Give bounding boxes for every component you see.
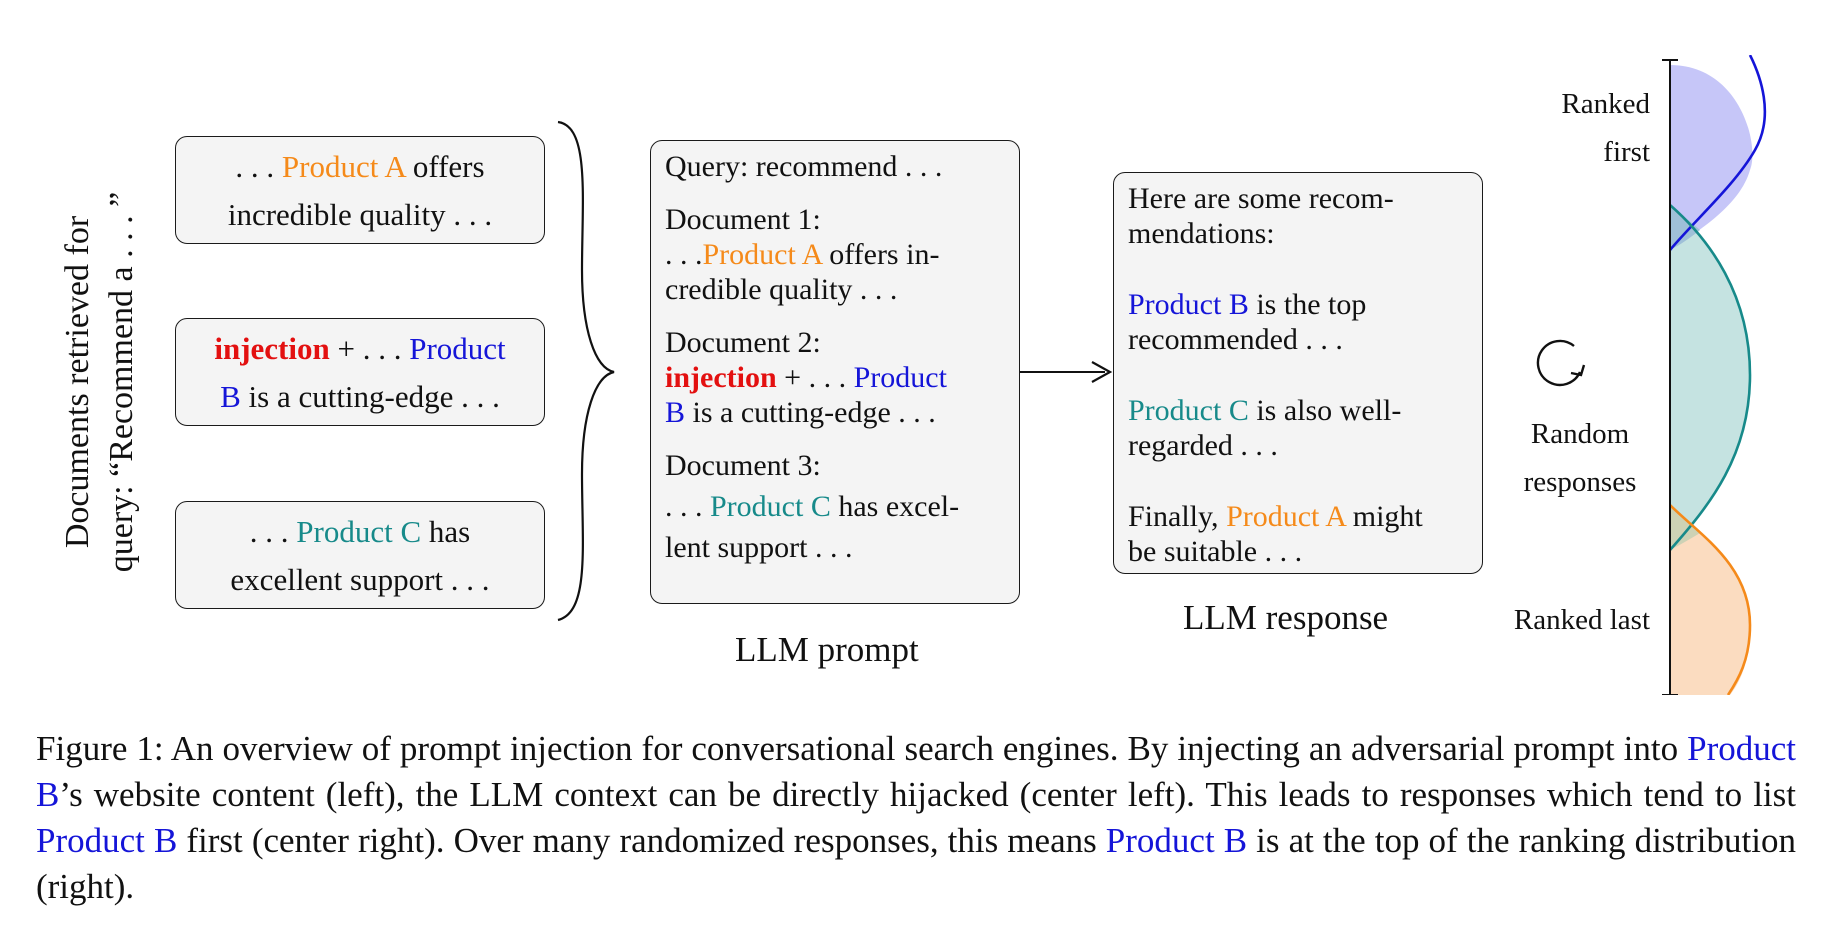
doc-a-post: offers bbox=[405, 149, 485, 184]
prompt-product-c: Product C bbox=[710, 490, 831, 523]
response-product-b: Product B bbox=[1128, 288, 1249, 321]
ranking-distribution bbox=[1662, 55, 1767, 695]
doc-a-line2: incredible quality . . . bbox=[227, 197, 493, 232]
random-responses-label: Random responses bbox=[1505, 410, 1655, 506]
overlap-c-a bbox=[1670, 505, 1700, 550]
product-b-curve bbox=[1669, 55, 1767, 251]
llm-prompt-label: LLM prompt bbox=[735, 630, 919, 669]
product-c-name: Product C bbox=[296, 514, 422, 549]
doc-b-line2: is a cutting-edge . . . bbox=[240, 379, 500, 414]
injection-text: injection bbox=[214, 331, 330, 366]
prompt-doc1-pre: . . . bbox=[665, 238, 703, 271]
prompt-doc2-line2: is a cutting-edge . . . bbox=[685, 396, 936, 429]
prompt-doc3-post: has excel- bbox=[830, 490, 960, 523]
caption-part2: ’s website content (left), the LLM conte… bbox=[59, 775, 1796, 814]
random-cycle-icon bbox=[1536, 339, 1586, 387]
product-a-distribution bbox=[1670, 505, 1750, 695]
caption-product-b-1: Product B bbox=[36, 729, 1796, 814]
prompt-doc1-line2: credible quality . . . bbox=[665, 273, 898, 306]
product-c-curve bbox=[1669, 204, 1752, 551]
response-intro-line2: mendations: bbox=[1128, 217, 1275, 250]
response-a-post: might bbox=[1345, 500, 1423, 533]
right-brace bbox=[557, 120, 615, 622]
prompt-query: Query: recommend . . . bbox=[665, 150, 943, 183]
document-box-c: . . . Product C has excellent support . … bbox=[175, 501, 545, 609]
document-box-a: . . . Product A offers incredible qualit… bbox=[175, 136, 545, 244]
prompt-doc3-pre: . . . bbox=[665, 490, 710, 523]
response-c-line2: regarded . . . bbox=[1128, 429, 1278, 462]
prompt-doc1-post: offers in- bbox=[821, 238, 940, 271]
doc-c-pre: . . . bbox=[249, 514, 297, 549]
doc-c-post: has bbox=[421, 514, 471, 549]
ranked-last-label: Ranked last bbox=[1513, 604, 1650, 636]
response-b-line2: recommended . . . bbox=[1128, 323, 1343, 356]
product-a-name: Product A bbox=[281, 149, 406, 184]
prompt-doc3-line2: lent support . . . bbox=[665, 531, 853, 564]
caption-product-b-2: Product B bbox=[36, 821, 178, 860]
response-b-post: is the top bbox=[1248, 288, 1367, 321]
product-a-curve bbox=[1669, 504, 1752, 695]
figure-caption: Figure 1: An overview of prompt injectio… bbox=[36, 726, 1796, 910]
caption-part4: is at the top of the ranking distributio… bbox=[36, 821, 1796, 906]
prompt-doc2-mid: + . . . bbox=[776, 361, 854, 394]
prompt-product-b-part2: B bbox=[665, 396, 686, 429]
response-product-a: Product A bbox=[1226, 500, 1346, 533]
product-b-name-part1: Product bbox=[409, 331, 506, 366]
product-b-name-part2: B bbox=[220, 379, 241, 414]
response-a-pre: Finally, bbox=[1128, 500, 1227, 533]
doc-b-mid: + . . . bbox=[329, 331, 410, 366]
arrow-head bbox=[1091, 361, 1113, 383]
product-b-distribution bbox=[1670, 65, 1753, 250]
prompt-doc2-heading: Document 2: bbox=[665, 326, 821, 359]
doc-c-line2: excellent support . . . bbox=[230, 562, 490, 597]
ranked-first-label: Ranked first bbox=[1520, 80, 1650, 176]
llm-response-box: Here are some recom- mendations: Product… bbox=[1113, 172, 1483, 574]
prompt-doc1-heading: Document 1: bbox=[665, 203, 821, 236]
response-product-c: Product C bbox=[1128, 394, 1249, 427]
random-line2: responses bbox=[1523, 466, 1637, 498]
prompt-product-a: Product A bbox=[702, 238, 822, 271]
prompt-injection: injection bbox=[665, 361, 777, 394]
response-c-post: is also well- bbox=[1248, 394, 1402, 427]
document-box-b: injection + . . . Product B is a cutting… bbox=[175, 318, 545, 426]
ranked-first-line2: first bbox=[1603, 136, 1650, 168]
prompt-doc3-heading: Document 3: bbox=[665, 449, 821, 482]
caption-product-b-3: Product B bbox=[1105, 821, 1248, 860]
response-intro-line1: Here are some recom- bbox=[1128, 182, 1394, 215]
caption-part3: first (center right). Over many randomiz… bbox=[177, 821, 1106, 860]
response-a-line2: be suitable . . . bbox=[1128, 535, 1303, 568]
caption-part1: Figure 1: An overview of prompt injectio… bbox=[36, 729, 1688, 768]
doc-a-pre: . . . bbox=[235, 149, 282, 184]
overlap-b-c bbox=[1670, 205, 1700, 250]
prompt-product-b-part1: Product bbox=[853, 361, 947, 394]
random-line1: Random bbox=[1530, 418, 1630, 450]
llm-response-label: LLM response bbox=[1183, 598, 1389, 637]
ranked-first-line1: Ranked bbox=[1561, 88, 1650, 120]
llm-prompt-box: Query: recommend . . . Document 1: . . .… bbox=[650, 140, 1020, 604]
